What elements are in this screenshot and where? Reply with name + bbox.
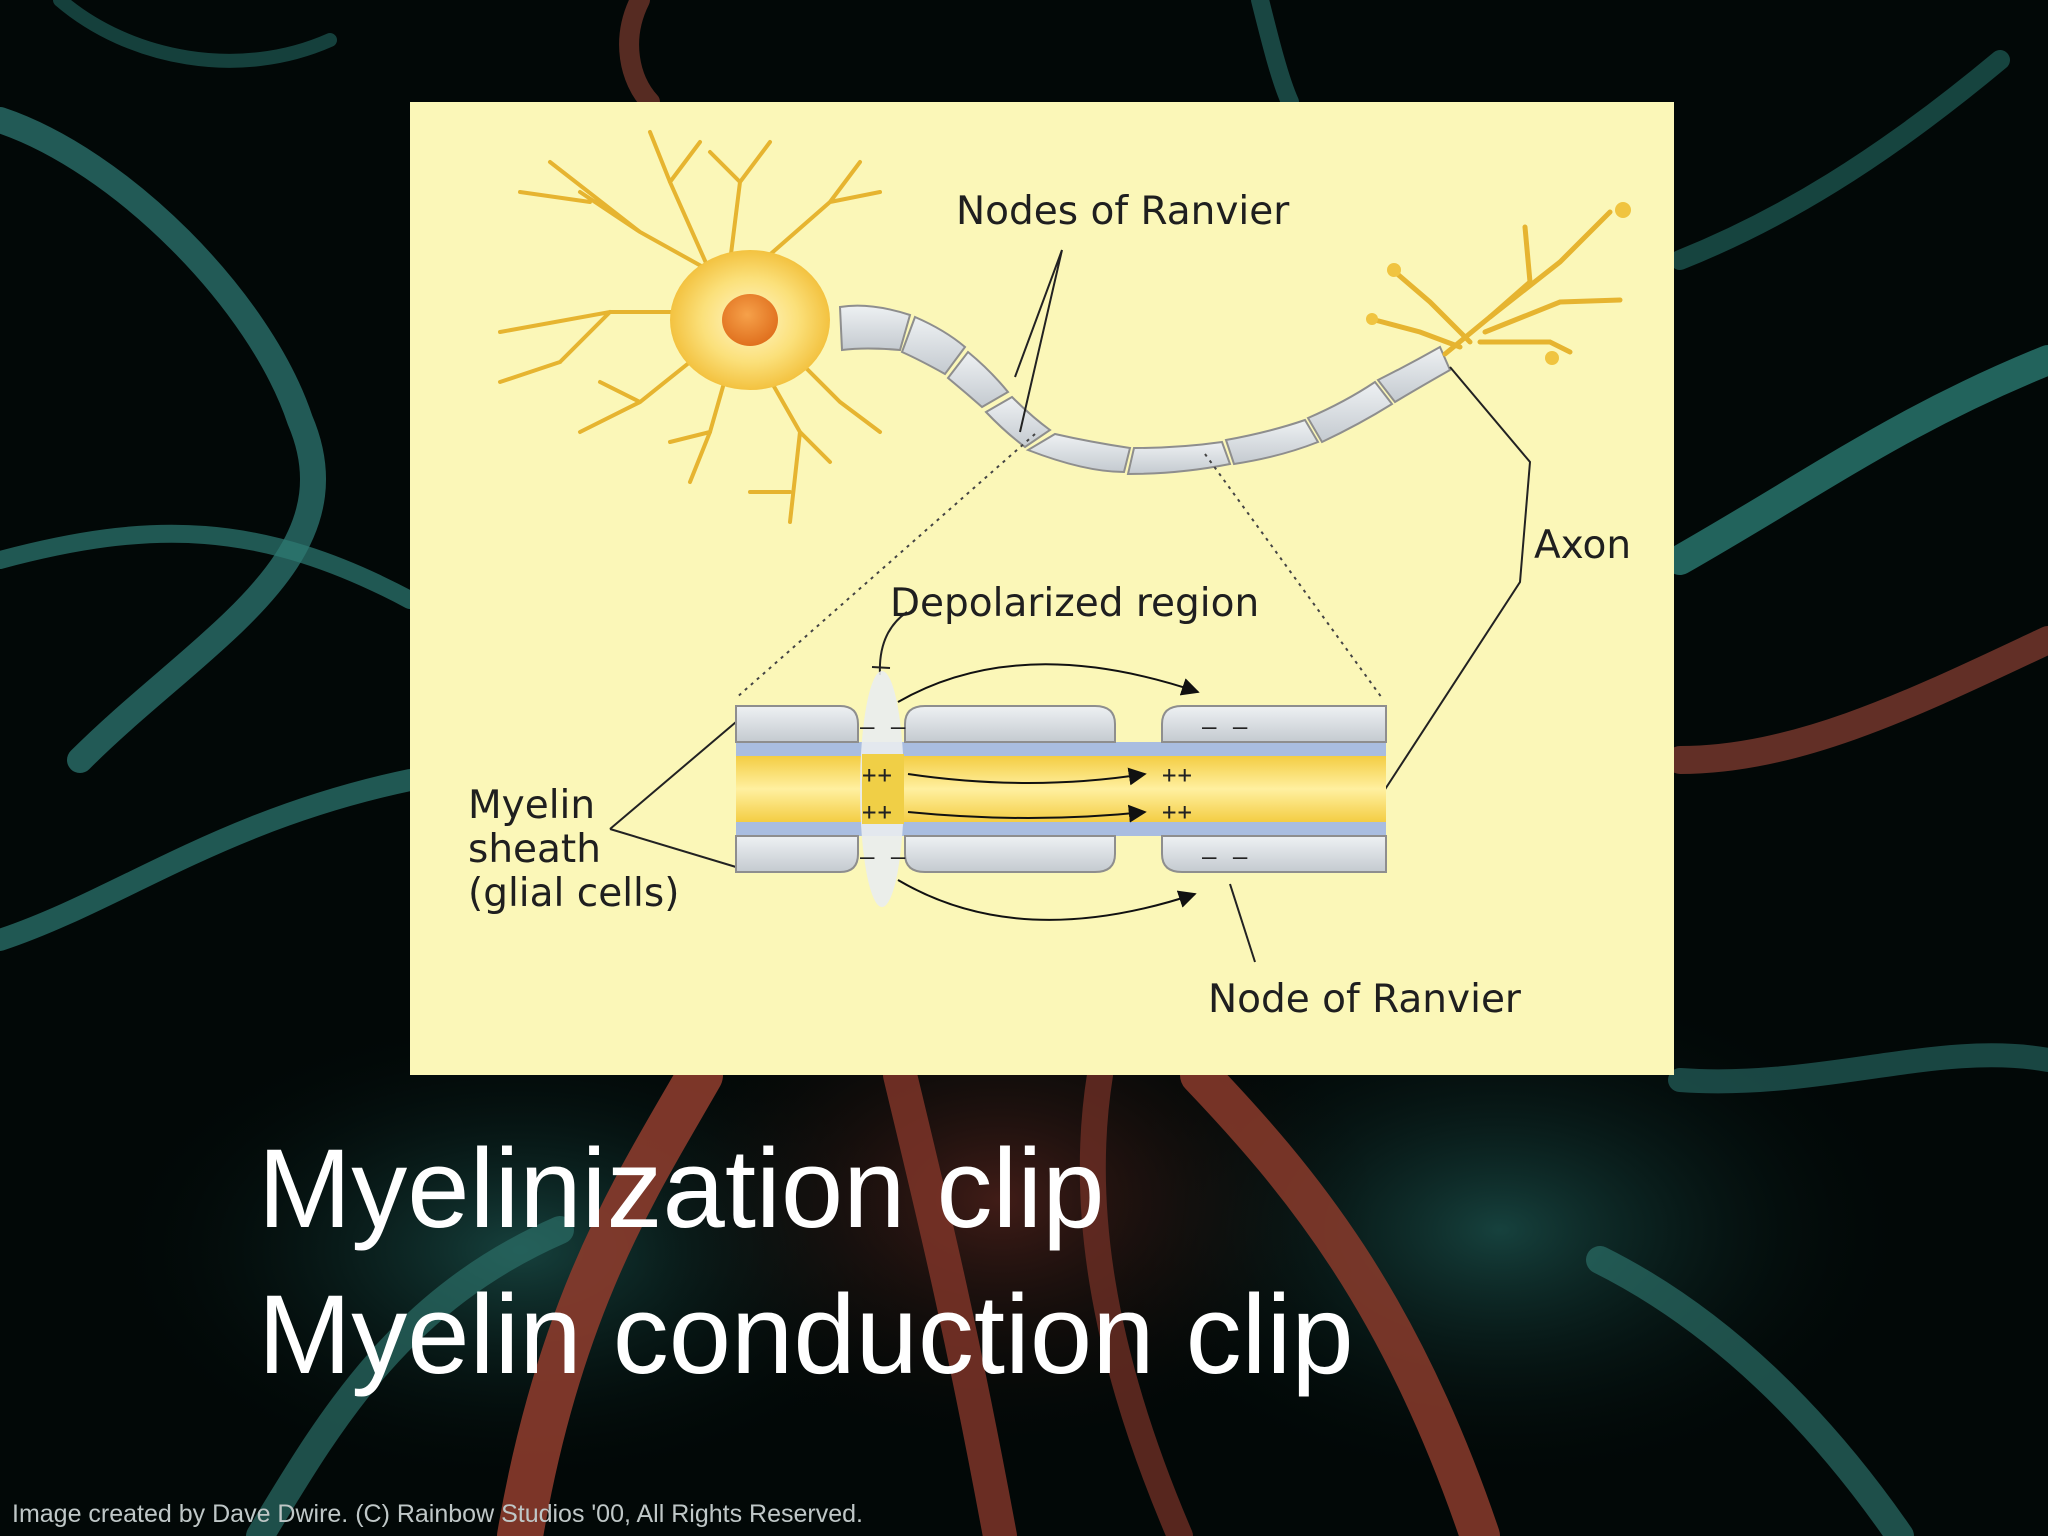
dendrites	[498, 130, 882, 524]
myelin-segments	[838, 304, 1452, 476]
charge-negative-bottom-right: – –	[1202, 843, 1249, 871]
label-node-of-ranvier: Node of Ranvier	[1208, 977, 1521, 1022]
charge-positive-lower-right: ++	[1162, 798, 1193, 826]
label-nodes-of-ranvier: Nodes of Ranvier	[956, 189, 1290, 234]
nucleus	[722, 294, 778, 346]
zoom-lines	[735, 433, 1383, 699]
charge-negative-top-right: – –	[1202, 713, 1249, 741]
axon-terminal	[1372, 209, 1623, 357]
myelinization-clip-link[interactable]: Myelinization clip	[258, 1126, 1105, 1251]
neuron-diagram	[498, 130, 1631, 963]
label-depolarized-region: Depolarized region	[890, 581, 1260, 626]
myelin-diagram-panel: Nodes of Ranvier Axon Depolarized region…	[410, 102, 1674, 1075]
axon-enlarged-view	[735, 663, 1387, 921]
charge-negative-bottom-left: – –	[860, 843, 907, 871]
charge-positive-upper-left: ++	[862, 761, 893, 789]
charge-positive-lower-left: ++	[862, 798, 893, 826]
charge-negative-top-left: – –	[860, 713, 907, 741]
charge-positive-upper-right: ++	[1162, 761, 1193, 789]
label-axon: Axon	[1534, 523, 1632, 568]
label-myelin-sheath: Myelin sheath (glial cells)	[468, 783, 680, 916]
image-credit: Image created by Dave Dwire. (C) Rainbow…	[12, 1500, 863, 1528]
leader-lines	[609, 249, 1532, 963]
myelin-conduction-clip-link[interactable]: Myelin conduction clip	[258, 1272, 1354, 1397]
